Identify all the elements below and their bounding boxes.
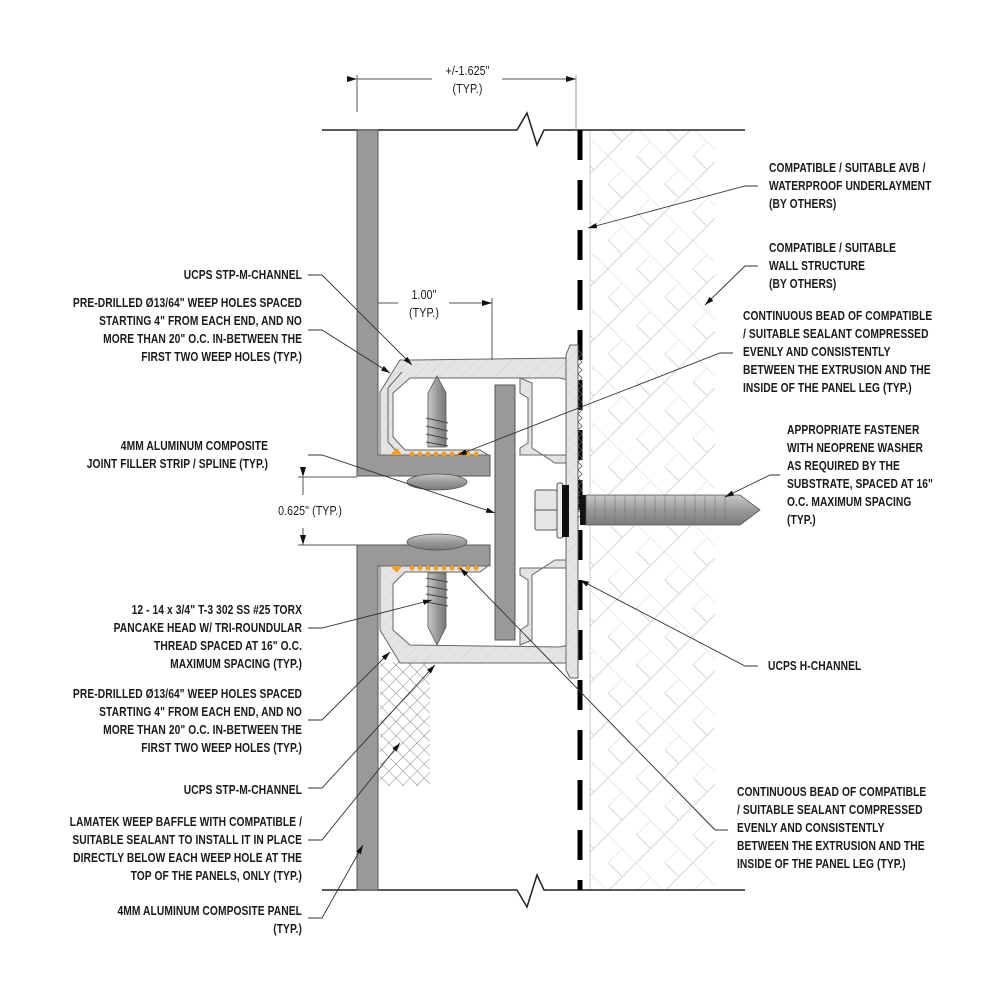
callout-line: MORE THAN 20" O.C. IN-BETWEEN THE bbox=[103, 723, 302, 737]
callout-weep-holes-top: PRE-DRILLED Ø13/64" WEEP HOLES SPACED ST… bbox=[54, 294, 302, 366]
composite-panel-top bbox=[356, 129, 491, 477]
callout-line: LAMATEK WEEP BAFFLE WITH COMPATIBLE / bbox=[69, 815, 302, 829]
torx-screw-bottom bbox=[406, 533, 468, 646]
callout-ucps-stp-m-channel-bottom: UCPS STP-M-CHANNEL bbox=[54, 781, 302, 799]
callout-weep-holes-bottom: PRE-DRILLED Ø13/64" WEEP HOLES SPACED ST… bbox=[54, 685, 302, 757]
callout-line: PANCAKE HEAD W/ TRI-ROUNDULAR bbox=[113, 621, 302, 635]
callout-line: COMPATIBLE / SUITABLE bbox=[769, 241, 896, 255]
dim-suffix: (TYP.) bbox=[452, 81, 483, 96]
callout-line: MORE THAN 20" O.C. IN-BETWEEN THE bbox=[103, 332, 302, 346]
callout-line: INSIDE OF THE PANEL LEG (TYP.) bbox=[743, 381, 912, 395]
callout-line: EVENLY AND CONSISTENTLY bbox=[743, 345, 891, 359]
callout-line: (BY OTHERS) bbox=[769, 277, 837, 291]
callout-line: / SUITABLE SEALANT COMPRESSED bbox=[743, 327, 929, 341]
callout-line: WATERPROOF UNDERLAYMENT bbox=[769, 179, 932, 193]
callout-line: DIRECTLY BELOW EACH WEEP HOLE AT THE bbox=[73, 851, 302, 865]
callout-line: JOINT FILLER STRIP / SPLINE (TYP.) bbox=[86, 457, 268, 471]
callout-sealant-top: CONTINUOUS BEAD OF COMPATIBLE / SUITABLE… bbox=[743, 307, 954, 397]
callout-line: AS REQUIRED BY THE bbox=[787, 459, 900, 473]
callout-composite-panel: 4MM ALUMINUM COMPOSITE PANEL (TYP.) bbox=[54, 902, 302, 938]
callout-fastener: APPROPRIATE FASTENER WITH NEOPRENE WASHE… bbox=[787, 421, 962, 529]
callout-line: UCPS STP-M-CHANNEL bbox=[183, 783, 302, 797]
callout-line: O.C. MAXIMUM SPACING bbox=[787, 495, 912, 509]
dimension-lines bbox=[298, 75, 576, 546]
dim-value: 1.00" bbox=[411, 287, 437, 302]
callout-weep-baffle: LAMATEK WEEP BAFFLE WITH COMPATIBLE / SU… bbox=[54, 813, 302, 885]
dim-joint-gap: 0.625" (TYP.) bbox=[242, 502, 342, 520]
dim-suffix: (TYP.) bbox=[409, 305, 439, 320]
torx-screw-top bbox=[406, 375, 468, 491]
callout-line: THREAD SPACED AT 16" O.C. bbox=[154, 639, 302, 653]
callout-line: SUBSTRATE, SPACED AT 16" bbox=[787, 477, 933, 491]
callout-line: WITH NEOPRENE WASHER bbox=[787, 441, 924, 455]
callout-sealant-bottom: CONTINUOUS BEAD OF COMPATIBLE / SUITABLE… bbox=[737, 783, 953, 873]
callout-line: / SUITABLE SEALANT COMPRESSED bbox=[737, 803, 923, 817]
callout-line: 4MM ALUMINUM COMPOSITE bbox=[120, 439, 268, 453]
callout-line: TOP OF THE PANELS, ONLY (TYP.) bbox=[130, 869, 302, 883]
weep-baffle bbox=[380, 662, 430, 786]
callout-line: MAXIMUM SPACING (TYP.) bbox=[170, 657, 302, 671]
callout-line: EVENLY AND CONSISTENTLY bbox=[737, 821, 885, 835]
callout-line: APPROPRIATE FASTENER bbox=[787, 423, 920, 437]
composite-panel-bottom bbox=[356, 544, 491, 891]
sealant-bead-bottom bbox=[409, 565, 479, 571]
callout-joint-filler-strip: 4MM ALUMINUM COMPOSITE JOINT FILLER STRI… bbox=[48, 437, 268, 473]
dim-value: 0.625" (TYP.) bbox=[278, 503, 342, 518]
callout-ucps-h-channel: UCPS H-CHANNEL bbox=[768, 657, 932, 675]
callout-torx-screw: 12 - 14 x 3/4" T-3 302 SS #25 TORX PANCA… bbox=[54, 601, 302, 673]
dim-value: +/-1.625" bbox=[445, 63, 490, 78]
callout-line: (BY OTHERS) bbox=[769, 197, 837, 211]
callout-line: PRE-DRILLED Ø13/64" WEEP HOLES SPACED bbox=[72, 687, 302, 701]
callout-line: INSIDE OF THE PANEL LEG (TYP.) bbox=[737, 857, 906, 871]
leader-lines bbox=[308, 185, 780, 919]
callout-line: (TYP.) bbox=[787, 513, 816, 527]
callout-line: WALL STRUCTURE bbox=[769, 259, 866, 273]
callout-line: 12 - 14 x 3/4" T-3 302 SS #25 TORX bbox=[131, 603, 302, 617]
callout-line: CONTINUOUS BEAD OF COMPATIBLE bbox=[737, 785, 927, 799]
sealant-bead-top bbox=[409, 451, 479, 457]
hex-head-fastener bbox=[534, 482, 761, 539]
callout-avb-underlayment: COMPATIBLE / SUITABLE AVB / WATERPROOF U… bbox=[769, 159, 958, 213]
callout-line: BETWEEN THE EXTRUSION AND THE bbox=[737, 839, 925, 853]
dim-overall-width: +/-1.625" (TYP.) bbox=[424, 62, 510, 98]
callout-wall-structure: COMPATIBLE / SUITABLE WALL STRUCTURE (BY… bbox=[769, 239, 958, 293]
callout-line: (TYP.) bbox=[273, 922, 302, 936]
sealant-beads bbox=[390, 448, 479, 573]
callout-line: SUITABLE SEALANT TO INSTALL IT IN PLACE bbox=[72, 833, 302, 847]
stp-m-channel-bottom bbox=[379, 565, 571, 664]
callout-line: FIRST TWO WEEP HOLES (TYP.) bbox=[141, 350, 302, 364]
callout-line: BETWEEN THE EXTRUSION AND THE bbox=[743, 363, 931, 377]
stp-m-channel-top bbox=[379, 357, 571, 456]
callout-line: UCPS H-CHANNEL bbox=[768, 659, 862, 673]
callout-line: CONTINUOUS BEAD OF COMPATIBLE bbox=[743, 309, 933, 323]
dim-spline-offset: 1.00" (TYP.) bbox=[403, 286, 446, 322]
callout-line: PRE-DRILLED Ø13/64" WEEP HOLES SPACED bbox=[72, 296, 302, 310]
callout-line: FIRST TWO WEEP HOLES (TYP.) bbox=[141, 741, 302, 755]
callout-line: COMPATIBLE / SUITABLE AVB / bbox=[769, 161, 926, 175]
joint-filler-spline bbox=[494, 384, 516, 641]
callout-line: 4MM ALUMINUM COMPOSITE PANEL bbox=[117, 904, 302, 918]
callout-line: UCPS STP-M-CHANNEL bbox=[183, 268, 302, 282]
callout-line: STARTING 4" FROM EACH END, AND NO bbox=[99, 705, 302, 719]
callout-ucps-stp-m-channel-top: UCPS STP-M-CHANNEL bbox=[54, 266, 302, 284]
callout-line: STARTING 4" FROM EACH END, AND NO bbox=[99, 314, 302, 328]
